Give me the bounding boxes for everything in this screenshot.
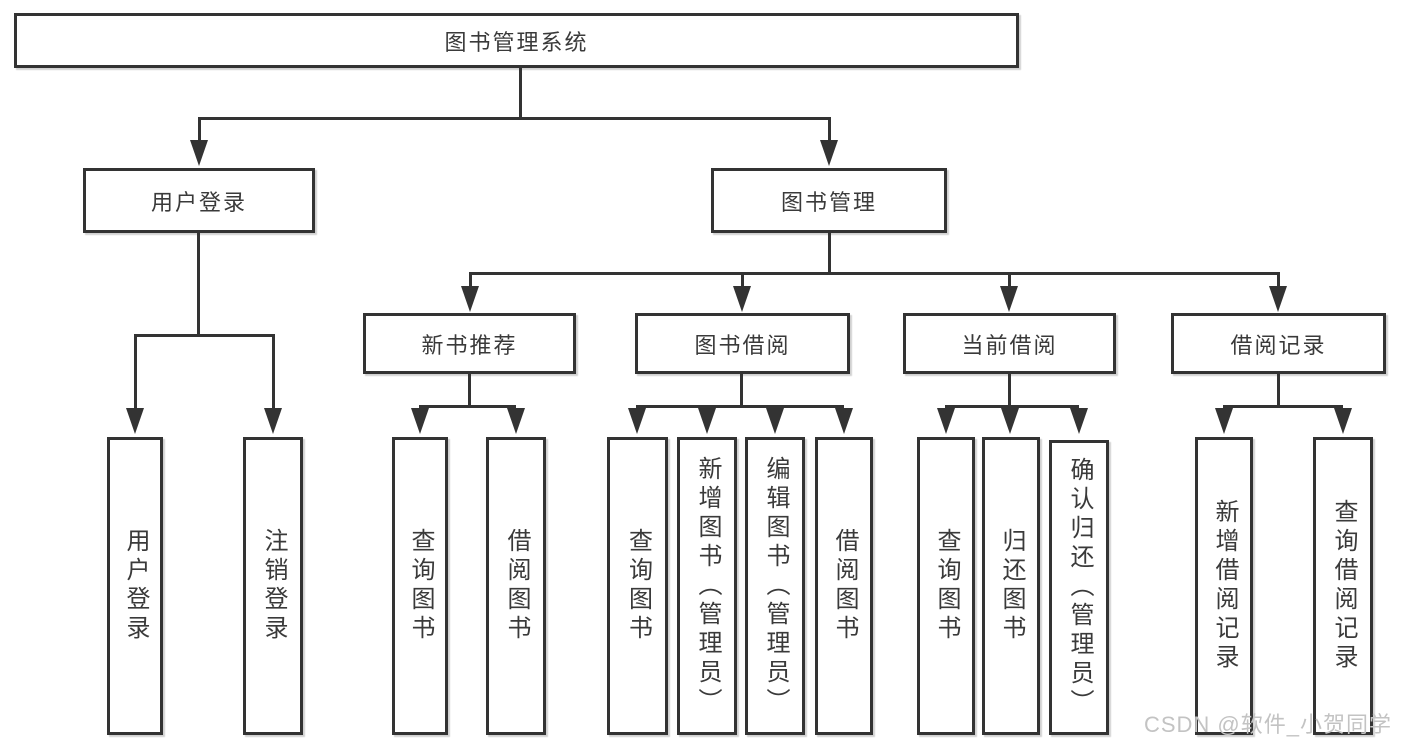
node-borrow-records-label: 借阅记录 [1230, 332, 1327, 358]
connector-root-stem [519, 68, 522, 120]
connector-root-crossbar [198, 117, 831, 120]
leaf-logout-label: 注销登录 [260, 528, 287, 644]
leaf-label: 编辑图书（管理员） [762, 455, 789, 717]
connector-user-login-stem [197, 233, 200, 337]
leaf-query-borrow-record: 查询借阅记录 [1313, 437, 1373, 735]
arrow-down-icon [1215, 408, 1233, 434]
arrow-down-icon [190, 140, 208, 166]
leaf-return-books: 归还图书 [982, 437, 1040, 735]
leaf-label: 新增图书（管理员） [694, 455, 721, 717]
node-root-library-management-system: 图书管理系统 [14, 13, 1019, 68]
leaf-borrow-books: 借阅图书 [815, 437, 873, 735]
connector-shaft [198, 118, 201, 144]
arrow-down-icon [507, 408, 525, 434]
arrow-down-icon [264, 408, 282, 434]
arrow-down-icon [1334, 408, 1352, 434]
arrow-down-icon [1070, 408, 1088, 434]
connector-crossbar [636, 405, 844, 408]
arrow-down-icon [937, 408, 955, 434]
leaf-label: 新增借阅记录 [1211, 499, 1238, 673]
connector-crossbar [419, 405, 516, 408]
connector-shaft [828, 118, 831, 144]
connector-shaft [469, 273, 472, 287]
arrow-down-icon [1000, 286, 1018, 312]
leaf-confirm-return-admin: 确认归还（管理员） [1049, 440, 1109, 735]
connector-shaft [272, 335, 275, 410]
connector-book-mgmt-crossbar [469, 272, 1280, 275]
connector-crossbar [1223, 405, 1343, 408]
node-book-borrow-label: 图书借阅 [694, 332, 791, 358]
connector-book-mgmt-stem [828, 233, 831, 275]
leaf-label: 查询图书 [407, 528, 434, 644]
node-current-borrow-label: 当前借阅 [961, 332, 1058, 358]
leaf-query-books-current: 查询图书 [917, 437, 975, 735]
node-book-management-label: 图书管理 [780, 189, 877, 215]
leaf-user-login-label: 用户登录 [122, 528, 149, 644]
connector-stem [740, 374, 743, 408]
leaf-logout: 注销登录 [243, 437, 303, 735]
node-user-login-label: 用户登录 [150, 189, 247, 215]
arrow-down-icon [820, 140, 838, 166]
leaf-query-books-borrow: 查询图书 [607, 437, 668, 735]
leaf-label: 借阅图书 [503, 528, 530, 644]
arrow-down-icon [411, 408, 429, 434]
connector-shaft [741, 273, 744, 287]
connector-user-login-crossbar [134, 334, 275, 337]
node-new-book-recommend-label: 新书推荐 [421, 332, 518, 358]
node-new-book-recommend: 新书推荐 [363, 313, 576, 374]
arrow-down-icon [126, 408, 144, 434]
node-borrow-records: 借阅记录 [1171, 313, 1386, 374]
arrow-down-icon [698, 408, 716, 434]
arrow-down-icon [461, 286, 479, 312]
connector-shaft [134, 335, 137, 410]
node-book-borrow: 图书借阅 [635, 313, 850, 374]
leaf-label: 查询借阅记录 [1330, 499, 1357, 673]
leaf-edit-books-admin: 编辑图书（管理员） [745, 437, 805, 735]
arrow-down-icon [628, 408, 646, 434]
node-root-label: 图书管理系统 [444, 29, 589, 55]
leaf-label: 确认归还（管理员） [1066, 457, 1093, 718]
leaf-query-books-recommend: 查询图书 [392, 437, 448, 735]
connector-stem [1008, 374, 1011, 408]
connector-shaft [1008, 273, 1011, 287]
leaf-add-borrow-record: 新增借阅记录 [1195, 437, 1253, 735]
node-user-login: 用户登录 [83, 168, 315, 233]
connector-shaft [1277, 273, 1280, 287]
leaf-borrow-books-recommend: 借阅图书 [486, 437, 546, 735]
connector-stem [468, 374, 471, 408]
leaf-add-books-admin: 新增图书（管理员） [677, 437, 737, 735]
arrow-down-icon [835, 408, 853, 434]
leaf-label: 归还图书 [998, 528, 1025, 644]
arrow-down-icon [1269, 286, 1287, 312]
arrow-down-icon [766, 408, 784, 434]
leaf-label: 查询图书 [624, 528, 652, 644]
connector-crossbar [945, 405, 1079, 408]
node-book-management: 图书管理 [711, 168, 947, 233]
arrow-down-icon [1001, 408, 1019, 434]
csdn-watermark: CSDN @软件_小贺同学 [1143, 712, 1392, 737]
connector-stem [1277, 374, 1280, 408]
node-current-borrow: 当前借阅 [903, 313, 1116, 374]
leaf-label: 查询图书 [933, 528, 960, 644]
arrow-down-icon [733, 286, 751, 312]
leaf-label: 借阅图书 [831, 528, 858, 644]
leaf-user-login: 用户登录 [107, 437, 163, 735]
